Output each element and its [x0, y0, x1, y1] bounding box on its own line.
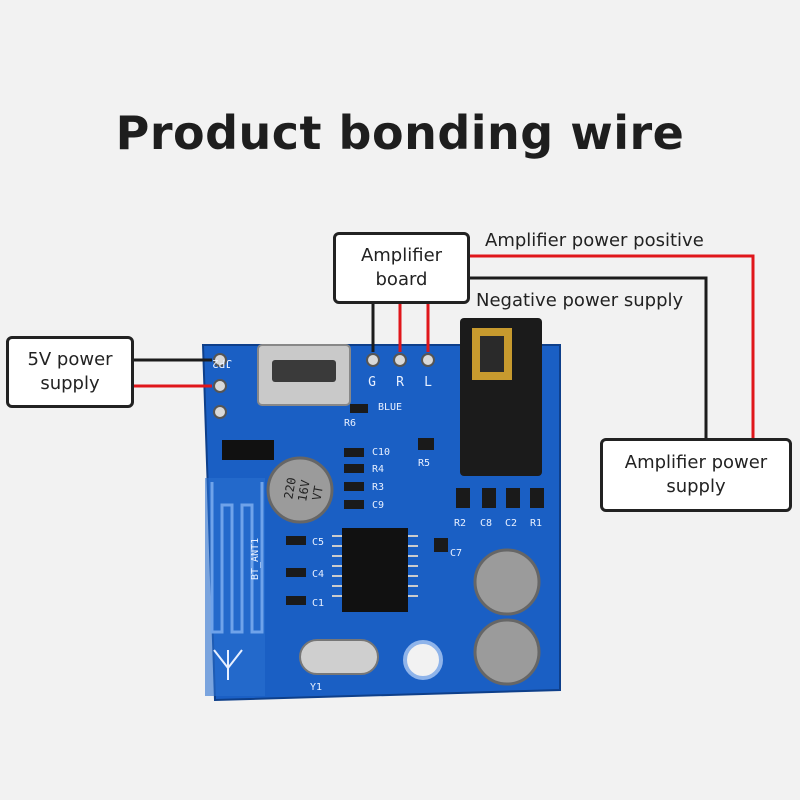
silk-c5: C5	[312, 537, 324, 548]
amp-power-positive-label: Amplifier power positive	[485, 230, 704, 251]
silk-blue: BLUE	[378, 402, 402, 413]
negative-power-supply-label: Negative power supply	[476, 290, 684, 311]
silk-r5: R5	[418, 458, 430, 469]
silk-pin-l: L	[424, 375, 432, 390]
page-title: Product bonding wire	[115, 106, 685, 160]
silk-r4: R4	[372, 464, 384, 475]
cap-text-a: 220	[281, 476, 299, 500]
power-5v-box: 5V power supply	[6, 336, 134, 408]
amplifier-board-label: Amplifier board	[360, 245, 443, 290]
silk-pin-g: G	[368, 375, 376, 390]
silk-r3: R3	[372, 482, 384, 493]
amplifier-board-box: Amplifier board	[333, 232, 470, 304]
silk-c8: C8	[480, 518, 492, 529]
silk-c9: C9	[372, 500, 384, 511]
silk-c1: C1	[312, 598, 324, 609]
silk-y1: Y1	[310, 682, 322, 693]
wires	[133, 254, 755, 440]
silk-jp2: JP2	[212, 357, 232, 370]
cap-text-b: 16V	[295, 479, 313, 503]
amplifier-power-supply-label: Amplifier power supply	[624, 452, 768, 497]
power-5v-label: 5V power supply	[27, 349, 113, 394]
silk-bt-ant1: BT_ANT1	[250, 538, 261, 580]
cap-text-c: VT	[310, 485, 326, 502]
silk-c4: C4	[312, 569, 324, 580]
silk-r1: R1	[530, 518, 542, 529]
silk-r2: R2	[454, 518, 466, 529]
silk-c10: C10	[372, 447, 390, 458]
silk-r6: R6	[344, 418, 356, 429]
silk-c7: C7	[450, 548, 462, 559]
amplifier-power-supply-box: Amplifier power supply	[600, 438, 792, 512]
pcb-board	[201, 318, 561, 702]
silk-c2: C2	[505, 518, 517, 529]
silk-pin-r: R	[396, 375, 404, 390]
